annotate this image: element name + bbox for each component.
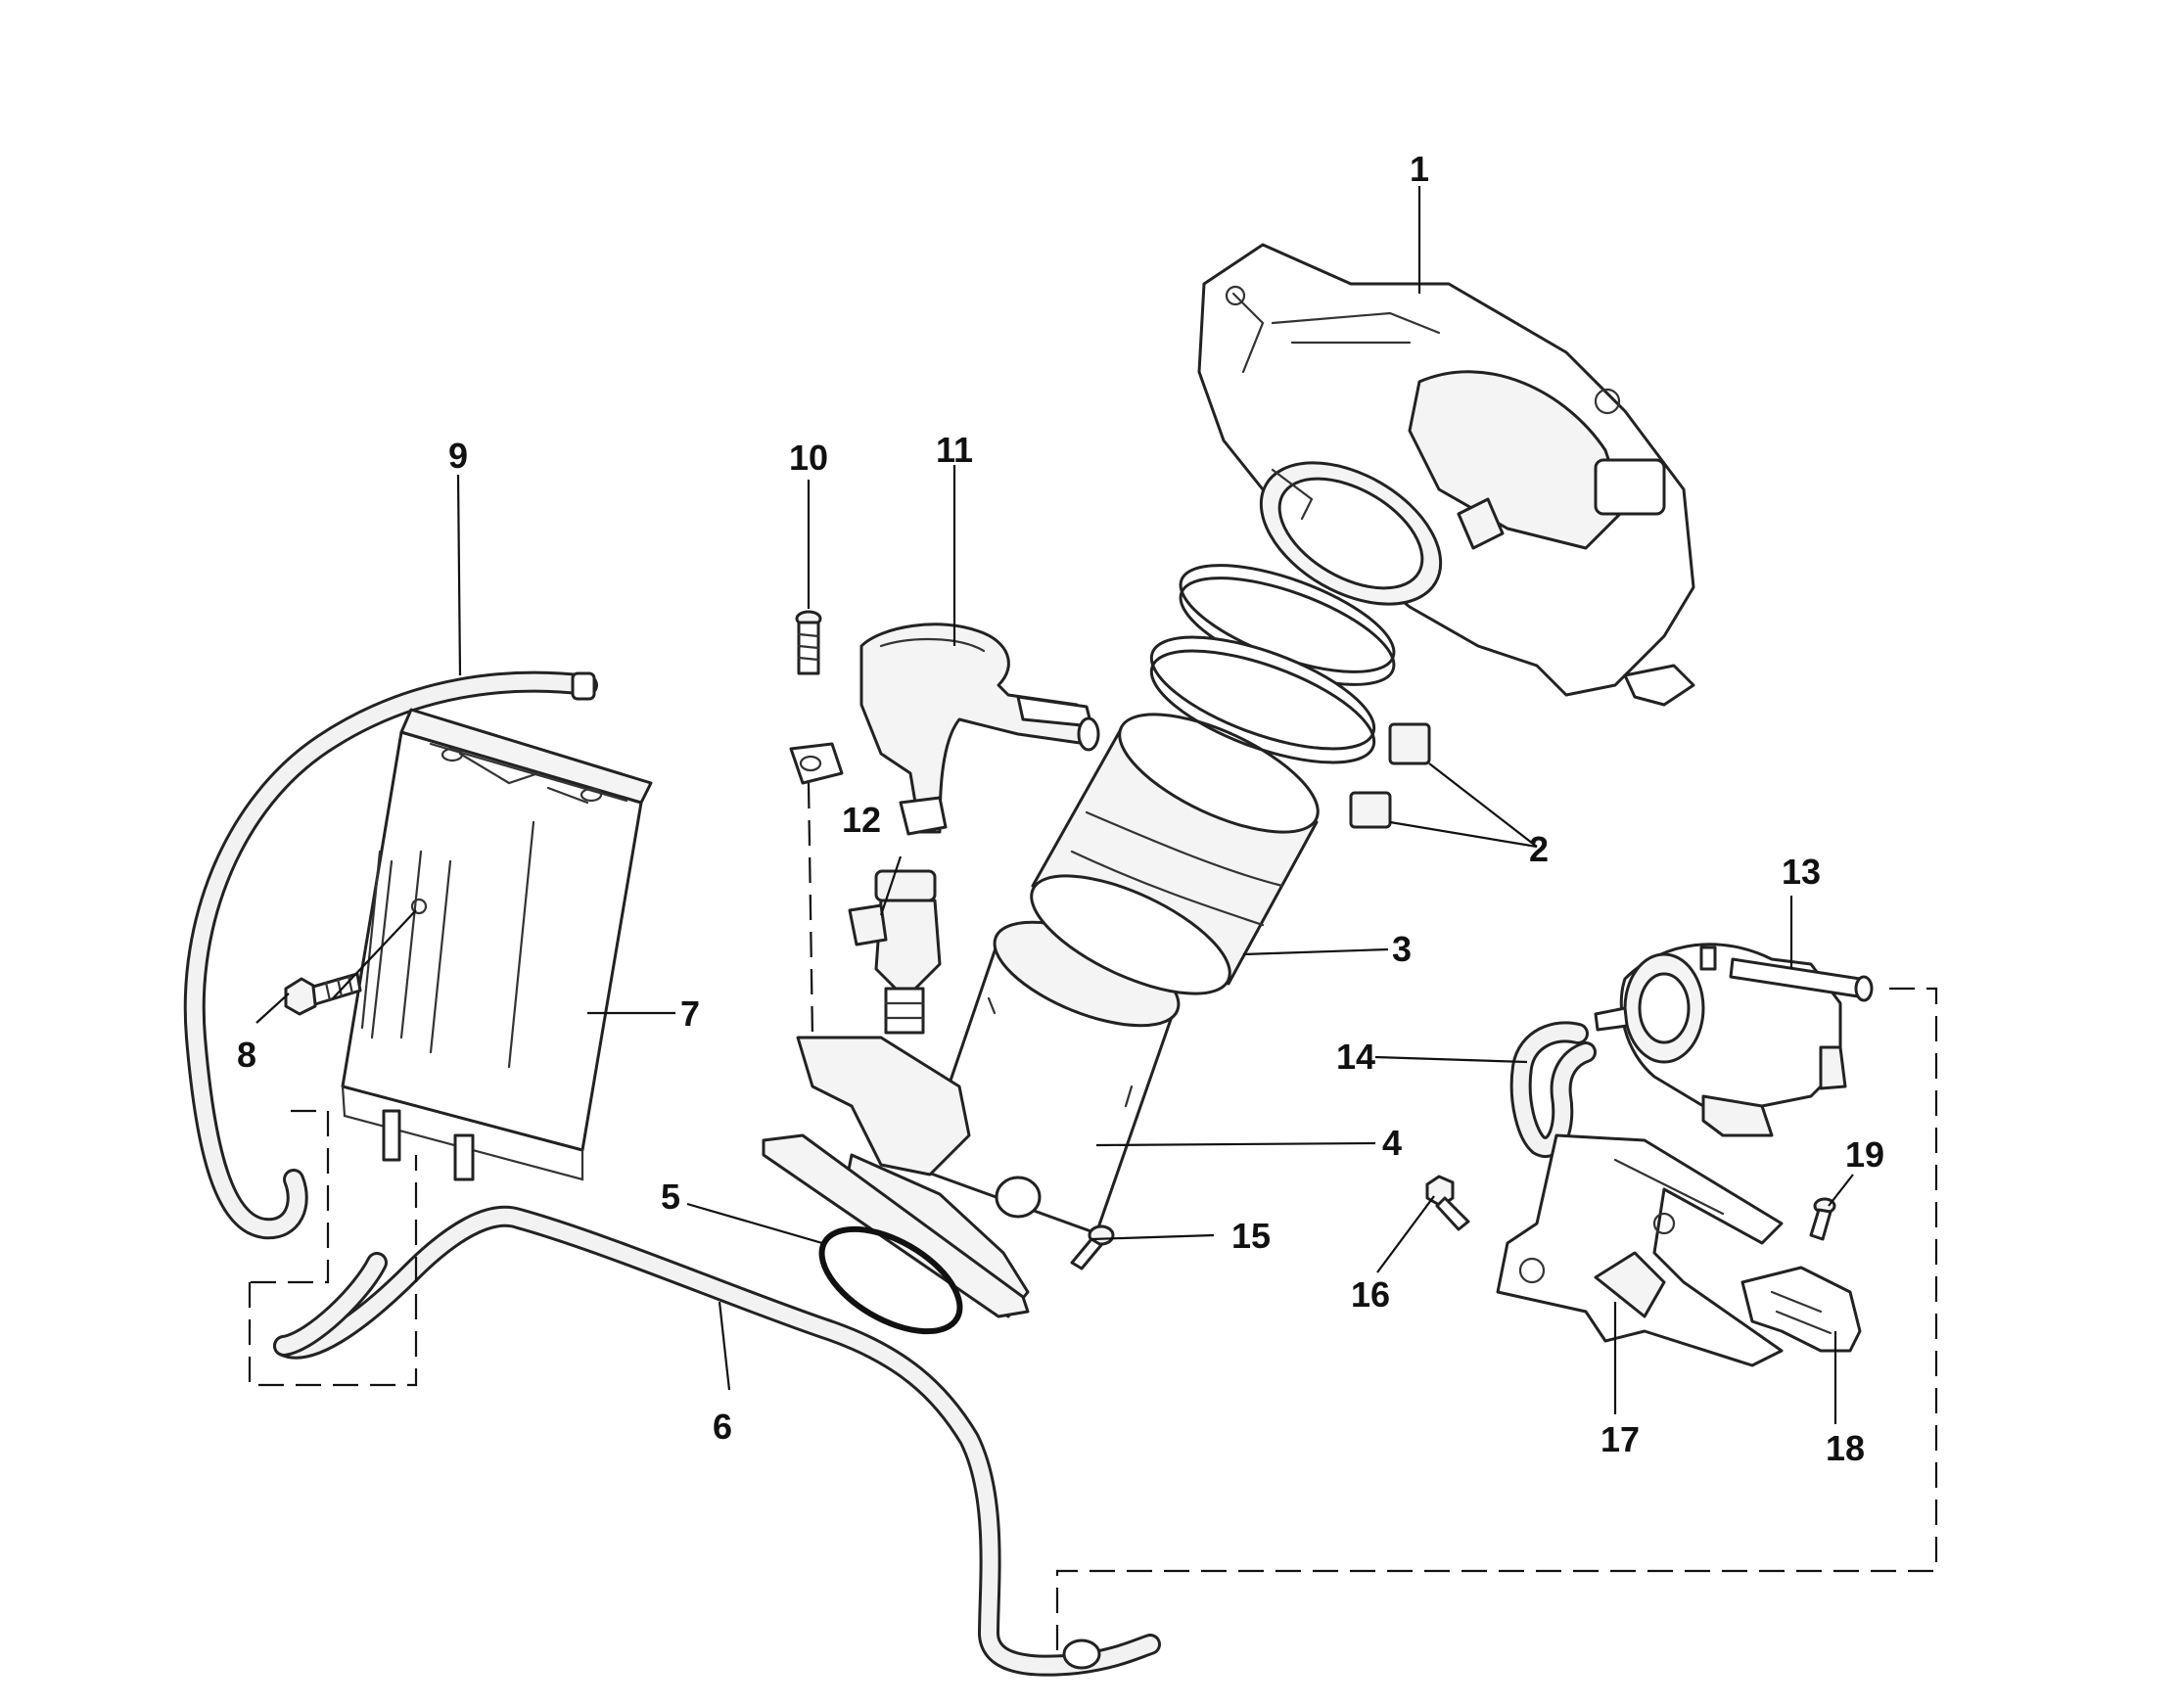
callout-5: 5 — [661, 1177, 680, 1217]
callout-7: 7 — [680, 993, 700, 1034]
part-3-coupling[interactable] — [1016, 690, 1334, 1017]
part-5-o-ring[interactable] — [805, 1208, 976, 1352]
callout-17: 17 — [1600, 1419, 1640, 1459]
part-9-vent-hose[interactable] — [183, 670, 598, 1240]
callout-labels: 1 2 3 4 5 6 7 8 9 10 11 12 13 14 15 16 1… — [237, 149, 1884, 1468]
part-7-canister[interactable] — [341, 708, 653, 1181]
callout-12: 12 — [842, 800, 881, 840]
part-6-pipe[interactable] — [273, 1205, 1161, 1677]
part-18-small-bracket[interactable] — [1740, 1266, 1862, 1353]
callout-10: 10 — [789, 438, 828, 478]
part-16-bolt[interactable] — [1425, 1175, 1470, 1231]
part-11-fuel-rail[interactable] — [789, 623, 1100, 836]
callout-2: 2 — [1529, 829, 1549, 869]
callout-4: 4 — [1382, 1123, 1402, 1163]
callout-3: 3 — [1392, 929, 1412, 969]
part-1-throttle-body[interactable] — [1197, 243, 1695, 707]
part-13-fuel-pump[interactable] — [1594, 943, 1874, 1137]
part-19-screw[interactable] — [1809, 1197, 1836, 1241]
callout-15: 15 — [1231, 1216, 1271, 1256]
callout-16: 16 — [1351, 1274, 1390, 1315]
callout-19: 19 — [1845, 1134, 1884, 1175]
part-12-injector[interactable] — [848, 869, 942, 1035]
alignment-line-10 — [807, 782, 814, 1039]
callout-8: 8 — [237, 1035, 256, 1075]
callout-9: 9 — [448, 436, 468, 476]
part-15-screw[interactable] — [1070, 1224, 1115, 1270]
callout-1: 1 — [1410, 149, 1429, 189]
callout-14: 14 — [1336, 1037, 1375, 1077]
part-4-intake-manifold[interactable] — [762, 900, 1192, 1318]
callout-11: 11 — [936, 430, 973, 470]
routing-dashed-lines — [248, 987, 1938, 1654]
part-14-hose-loop[interactable] — [1509, 1021, 1597, 1158]
leader-lines — [255, 186, 1854, 1424]
part-10-screw[interactable] — [795, 610, 822, 675]
part-17-bracket[interactable] — [1496, 1133, 1784, 1367]
part-2-clamps[interactable] — [1138, 543, 1431, 829]
callout-18: 18 — [1826, 1428, 1865, 1468]
callout-6: 6 — [713, 1407, 732, 1447]
callout-13: 13 — [1782, 852, 1821, 892]
